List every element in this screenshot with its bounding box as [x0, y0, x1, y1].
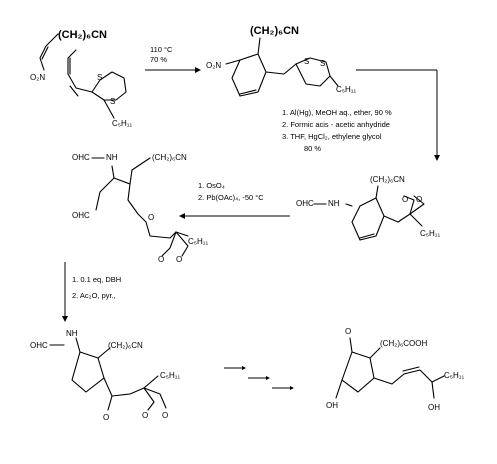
- no2-label-1: O₂N: [30, 73, 45, 82]
- step4-cond2: 2. Ac₂O, pyr.,: [72, 291, 116, 300]
- o-label-5c: O: [162, 411, 168, 420]
- s-label-2a: S: [304, 57, 309, 66]
- o-label-3a: O: [402, 195, 408, 204]
- o-label-6: O: [345, 327, 351, 336]
- o-label-4c: O: [176, 255, 182, 264]
- o-label-4b: O: [158, 255, 164, 264]
- c5h11-label-6: C₅H₁₁: [444, 371, 464, 380]
- c5h11-label-3: C₅H₁₁: [420, 229, 440, 238]
- s-label-1b: S: [110, 97, 115, 106]
- step1-yield: 70 %: [150, 55, 167, 64]
- arrow-step4: 1. 0.1 eq, DBH 2. Ac₂O, pyr.,: [62, 262, 121, 322]
- nitroalkene-structure: (CH₂)₆CN O₂N: [30, 29, 107, 82]
- nh-label-4: NH: [106, 153, 118, 162]
- o-label-5b: O: [142, 411, 148, 420]
- formamide-dioxolane-structure: (CH₂)₆CN OHC NH O O C₅H₁₁: [296, 175, 440, 241]
- chain-label-1: (CH₂)₆CN: [58, 29, 107, 41]
- ohc-label-4a: OHC: [72, 153, 90, 162]
- arrow-step1: 110 °C 70 %: [145, 45, 201, 73]
- c5h11-label-2: C₅H₁₁: [336, 85, 356, 94]
- chain-label-4: (CH₂)₆CN: [152, 153, 187, 162]
- o-label-5a: O: [103, 413, 109, 422]
- chain-label-5: (CH₂)₆CN: [108, 341, 143, 350]
- step2-cond1: 1. Al(Hg), MeOH aq., ether, 90 %: [282, 108, 392, 117]
- c5h11-label-1: C₅H₁₁: [112, 119, 132, 128]
- step2-yield: 80 %: [304, 144, 321, 153]
- step2-cond3: 3. THF, HgCl₂, ethylene glycol: [282, 132, 382, 141]
- no2-label-2: O₂N: [206, 61, 221, 70]
- step2-cond2: 2. Formic acis - acetic anhydride: [282, 120, 390, 129]
- ohc-label-3: OHC: [296, 199, 314, 208]
- s-label-1a: S: [97, 73, 102, 82]
- o-label-4: O: [148, 213, 154, 222]
- chain-label-3: (CH₂)₆CN: [370, 175, 405, 184]
- oh-label-6b: OH: [428, 403, 440, 412]
- cyclohexene-adduct-structure: (CH₂)₆CN O₂N S S C₅H₁₁: [206, 25, 356, 97]
- c5h11-label-4: C₅H₁₁: [188, 237, 208, 246]
- diene-dithiane-structure: S S C₅H₁₁: [67, 49, 132, 128]
- prostaglandin-product-structure: O (CH₂)₆COOH OH C₅H₁₁ OH: [326, 327, 464, 412]
- ohc-label-4b: OHC: [72, 211, 90, 220]
- cooh-chain-label: (CH₂)₆COOH: [380, 339, 427, 348]
- oh-label-6a: OH: [326, 401, 338, 410]
- step1-temp: 110 °C: [150, 45, 173, 54]
- nh-label-5: NH: [66, 329, 78, 338]
- step3-cond1: 1. OsO₄: [198, 181, 225, 190]
- arrow-step3: 1. OsO₄ 2. Pb(OAc)₄, -50 °C: [179, 181, 290, 219]
- multistep-arrows: [224, 366, 294, 390]
- cyclopentane-intermediate-structure: OHC NH (CH₂)₆CN O O O C₅H₁₁: [30, 329, 180, 422]
- arrow-step2: 1. Al(Hg), MeOH aq., ether, 90 % 2. Form…: [282, 69, 440, 161]
- nh-label-3: NH: [328, 199, 340, 208]
- step4-cond1: 1. 0.1 eq, DBH: [72, 275, 121, 284]
- ohc-label-5: OHC: [30, 341, 48, 350]
- chain-label-2: (CH₂)₆CN: [250, 25, 299, 37]
- c5h11-label-5: C₅H₁₁: [160, 371, 180, 380]
- o-label-3b: O: [416, 195, 422, 204]
- dialdehyde-ketone-structure: OHC NH OHC (CH₂)₆CN O O O C₅H₁₁: [72, 153, 208, 264]
- step3-cond2: 2. Pb(OAc)₄, -50 °C: [198, 193, 264, 202]
- s-label-2b: S: [320, 59, 325, 68]
